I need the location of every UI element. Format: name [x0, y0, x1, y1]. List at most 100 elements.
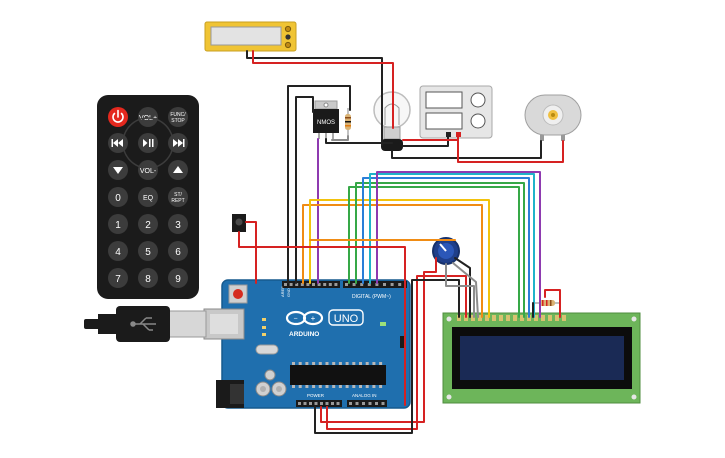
- lcd-header-pin: [485, 315, 489, 321]
- remote-key-st-rept[interactable]: [168, 187, 188, 207]
- bulb-socket: [381, 139, 403, 151]
- current-knob[interactable]: [470, 113, 486, 129]
- lcd-mount-hole: [446, 316, 452, 322]
- remote-key-vol-up[interactable]: [138, 107, 158, 127]
- remote-key-label: VOL-: [140, 168, 157, 175]
- lcd-header-pin: [478, 315, 482, 321]
- ir-remote[interactable]: VOL+ FUNC/ STOP VOL-: [97, 95, 199, 299]
- remote-key-2[interactable]: [138, 214, 158, 234]
- voltmeter-module[interactable]: [204, 21, 297, 52]
- digital-pin: [360, 283, 364, 286]
- supply-terminal-positive: [456, 132, 461, 137]
- voltage-knob[interactable]: [470, 92, 486, 108]
- remote-key-vol-down[interactable]: [138, 160, 158, 180]
- chip-leg: [365, 362, 369, 365]
- digital-pin: [345, 283, 348, 286]
- power-pin: [298, 402, 301, 405]
- analog-pin: [362, 402, 365, 405]
- power-pin: [314, 402, 318, 405]
- chip-leg: [345, 362, 349, 365]
- chip-leg: [318, 385, 322, 388]
- wire-black: [246, 50, 383, 146]
- digital-pin: [398, 283, 402, 286]
- lcd-header-pin: [555, 315, 559, 321]
- digital-pin: [284, 283, 287, 286]
- power-pin: [336, 402, 340, 405]
- usb-cable: [84, 306, 207, 342]
- remote-key-play-pause[interactable]: [138, 133, 158, 153]
- nmos-transistor[interactable]: NMOS: [313, 100, 339, 139]
- power-supply-display-voltage: [425, 91, 463, 109]
- analog-pin: [355, 402, 359, 405]
- chip-leg: [325, 362, 329, 365]
- remote-key-7[interactable]: [108, 268, 128, 288]
- up-arrow-icon: [173, 166, 183, 173]
- remote-key-eq[interactable]: [138, 187, 158, 207]
- infinity-logo-right: [302, 310, 324, 326]
- chip-leg: [305, 385, 309, 388]
- remote-key-label: REPT: [171, 198, 184, 204]
- chip-leg: [312, 385, 316, 388]
- digital-pin: [352, 283, 356, 286]
- wire-green-2: [355, 182, 525, 318]
- remote-key-6[interactable]: [168, 241, 188, 261]
- lcd-header-pin: [534, 315, 538, 321]
- fast-forward-icon: [173, 139, 185, 147]
- dc-motor[interactable]: [524, 94, 582, 141]
- wire-black: [391, 140, 542, 159]
- power-pin: [309, 402, 312, 405]
- resistor-gate[interactable]: [345, 108, 351, 136]
- wire-cyan: [369, 173, 535, 318]
- lcd-module[interactable]: [442, 312, 641, 404]
- digital-pin: [390, 283, 394, 286]
- digital-pin: [328, 283, 332, 286]
- lcd-mount-hole: [631, 316, 637, 322]
- wire-red-power-2: [326, 275, 467, 430]
- resistor-lcd-backlight[interactable]: [533, 300, 560, 306]
- remote-key-label: EQ: [143, 195, 154, 202]
- ir-receiver[interactable]: [232, 214, 246, 232]
- lcd-header-pin: [520, 315, 524, 321]
- lcd-header-pin: [499, 315, 503, 321]
- lcd-header-pin: [492, 315, 496, 321]
- remote-key-func-stop[interactable]: [168, 107, 188, 127]
- wire-red: [457, 139, 564, 163]
- remote-key-8[interactable]: [138, 268, 158, 288]
- motor-terminal: [540, 135, 544, 141]
- remote-key-9[interactable]: [168, 268, 188, 288]
- wires: [238, 50, 564, 434]
- nmos-label: NMOS: [317, 120, 335, 126]
- pin-label: GND: [286, 288, 291, 297]
- ir-receiver-lens: [235, 218, 243, 226]
- remote-key-4[interactable]: [108, 241, 128, 261]
- wire-red-ir-sig: [245, 221, 257, 284]
- atmega-chip: [290, 365, 386, 385]
- chip-leg: [305, 362, 309, 365]
- lcd-mount-hole: [446, 394, 452, 400]
- chip-leg: [325, 385, 329, 388]
- power-supply[interactable]: [419, 85, 493, 139]
- arduino-uno-board[interactable]: AREF GND DIGITAL (PWM~) − + ARDUINO UNO: [203, 279, 411, 409]
- capacitor: [264, 369, 276, 381]
- chip-leg: [372, 385, 376, 388]
- remote-key-5[interactable]: [138, 241, 158, 261]
- remote-key-0[interactable]: [108, 187, 128, 207]
- nmos-leg: [332, 133, 334, 139]
- led-l: [262, 318, 266, 321]
- wire-black: [325, 138, 393, 144]
- remote-key-3[interactable]: [168, 214, 188, 234]
- arduino-brand-text: ARDUINO: [289, 331, 319, 338]
- remote-key-label: 4: [115, 247, 121, 258]
- chip-leg: [372, 362, 376, 365]
- lcd-header-pin: [541, 315, 545, 321]
- crystal-oscillator: [255, 344, 279, 355]
- potentiometer[interactable]: [432, 237, 460, 265]
- analog-label: ANALOG IN: [352, 393, 377, 398]
- nmos-leg: [318, 133, 320, 139]
- lcd-screen: [460, 336, 624, 380]
- power-pin: [303, 402, 307, 405]
- digital-header-high: [282, 281, 340, 288]
- remote-key-1[interactable]: [108, 214, 128, 234]
- wire-red-ir: [238, 231, 406, 406]
